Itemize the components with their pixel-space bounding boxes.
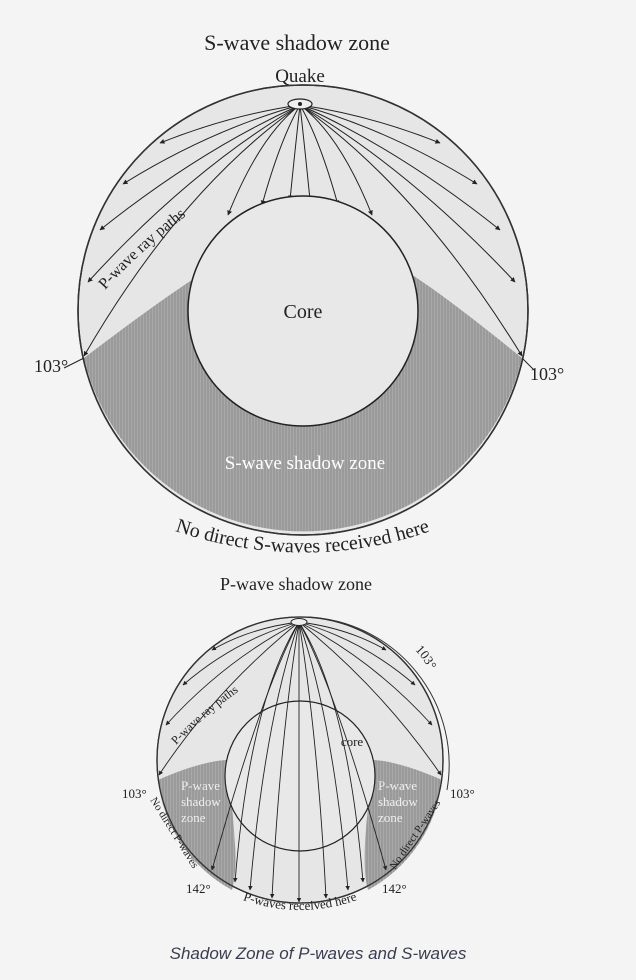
p-wave-diagram: P-wave shadow zone 103° <box>122 574 475 913</box>
p-angle-right-142: 142° <box>382 881 407 896</box>
svg-text:shadow: shadow <box>181 794 221 809</box>
svg-text:P-wave: P-wave <box>181 778 220 793</box>
svg-text:shadow: shadow <box>378 794 418 809</box>
p-shadow-left-label: P-wave shadow zone <box>181 778 221 825</box>
s-earth-outline <box>77 84 529 536</box>
p-arc-angle: 103° <box>413 642 440 672</box>
p-shadow-right-label: P-wave shadow zone <box>378 778 418 825</box>
s-core <box>187 195 419 427</box>
p-shadow-left <box>158 760 236 890</box>
s-ray-paths <box>83 104 523 357</box>
s-angle-left: 103° <box>34 356 68 376</box>
p-angle-left-103: 103° <box>122 786 147 801</box>
s-core-label: Core <box>284 301 323 323</box>
quake-label: Quake <box>275 66 325 87</box>
s-angle-right: 103° <box>530 364 564 384</box>
s-shadow-label: S-wave shadow zone <box>225 453 385 474</box>
figure-caption: Shadow Zone of P-waves and S-waves <box>169 944 467 963</box>
p-quake-focus <box>290 618 308 626</box>
p-diagram-title: P-wave shadow zone <box>220 574 372 594</box>
p-ray-paths <box>158 621 442 903</box>
svg-text:zone: zone <box>378 810 403 825</box>
p-core <box>224 700 376 852</box>
p-core-label: core <box>341 734 364 749</box>
p-earth-outline <box>156 616 444 904</box>
p-shadow-right <box>364 760 442 890</box>
s-diagram-title: S-wave shadow zone <box>204 30 390 55</box>
p-arc-103 <box>307 616 450 791</box>
p-angle-left-142: 142° <box>186 881 211 896</box>
p-angle-right-103: 103° <box>450 786 475 801</box>
s-wave-diagram: S-wave shadow zone Quake Core P <box>34 30 564 558</box>
svg-text:P-wave: P-wave <box>378 778 417 793</box>
svg-text:zone: zone <box>181 810 206 825</box>
